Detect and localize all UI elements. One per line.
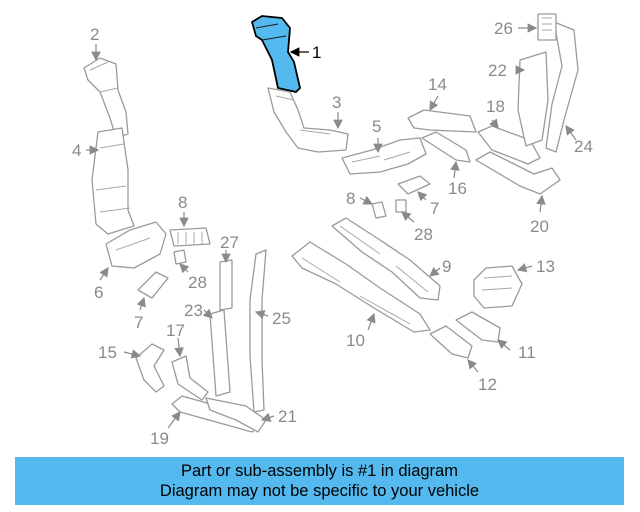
callout-14: 14 (428, 75, 447, 94)
callout-17: 17 (166, 321, 185, 340)
callout-16: 16 (448, 179, 467, 198)
callout-24: 24 (574, 137, 593, 156)
callout-5: 5 (372, 117, 381, 136)
callout-7-left: 7 (134, 313, 143, 332)
part-15-hose (135, 343, 165, 393)
part-7-vent-left (137, 271, 169, 299)
part-4-duct (91, 127, 135, 235)
part-12-duct (429, 325, 473, 359)
part-8-clip (371, 201, 387, 219)
part-28-clip-right (395, 199, 407, 213)
part-8-vent-left (169, 227, 211, 247)
part-3-duct (267, 87, 349, 153)
callout-27: 27 (220, 233, 239, 252)
callout-8-left: 8 (178, 193, 187, 212)
callout-7-right: 7 (430, 199, 439, 218)
callout-4: 4 (72, 141, 81, 160)
part-26-vent (537, 13, 557, 41)
callout-13: 13 (536, 257, 555, 276)
parts-diagram: 1 2 3 4 5 6 7 7 8 8 9 10 11 12 13 14 15 … (72, 13, 593, 448)
callout-15: 15 (98, 343, 117, 362)
callout-28-right: 28 (414, 225, 433, 244)
part-13-vent-housing (473, 265, 523, 309)
part-16-hose (421, 131, 471, 163)
callout-26: 26 (494, 19, 513, 38)
callout-19: 19 (150, 429, 169, 448)
part-11-duct (455, 311, 501, 343)
callout-10: 10 (346, 331, 365, 350)
part-20-duct (475, 151, 561, 195)
callout-22: 22 (488, 61, 507, 80)
part-28-clip-left (173, 249, 187, 265)
part-21-duct (205, 397, 267, 433)
callout-3: 3 (332, 93, 341, 112)
part-7-vent-right (397, 175, 431, 195)
callout-2: 2 (90, 25, 99, 44)
callout-1: 1 (312, 43, 321, 62)
banner-line-2: Diagram may not be specific to your vehi… (159, 482, 480, 500)
callout-25: 25 (272, 309, 291, 328)
part-25-duct (249, 249, 267, 413)
part-9-duct (331, 217, 441, 301)
part-27-vent (219, 259, 233, 311)
part-24-duct (545, 21, 579, 153)
callout-11: 11 (518, 343, 536, 362)
callout-20: 20 (530, 217, 549, 236)
part-23-duct (209, 309, 231, 397)
callout-8-right: 8 (346, 189, 355, 208)
info-banner: Part or sub-assembly is #1 in diagram Di… (15, 457, 624, 505)
callout-21: 21 (278, 407, 297, 426)
part-22-duct (517, 51, 549, 147)
callout-28-left: 28 (188, 273, 207, 292)
banner-line-1: Part or sub-assembly is #1 in diagram (181, 462, 458, 480)
part-17-hose (171, 355, 209, 401)
callout-6: 6 (94, 283, 103, 302)
callout-23: 23 (184, 301, 203, 320)
part-6-housing (105, 221, 167, 269)
callout-9: 9 (442, 257, 451, 276)
callout-18: 18 (486, 97, 505, 116)
part-10-duct (291, 241, 431, 333)
part-2-duct (83, 57, 129, 139)
part-14-duct (407, 109, 477, 133)
callout-12: 12 (478, 375, 497, 394)
part-5-assembly (341, 137, 427, 175)
part-1-duct[interactable] (251, 15, 301, 93)
